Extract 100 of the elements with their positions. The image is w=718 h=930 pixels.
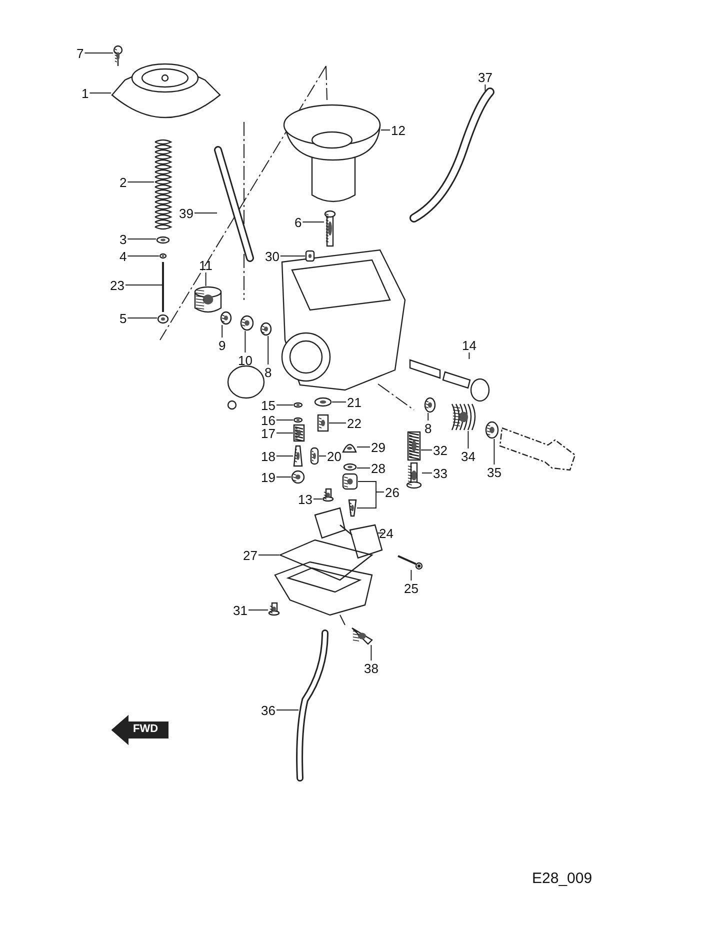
callout-number: 39 — [179, 206, 194, 220]
callout-number: 25 — [404, 582, 418, 594]
leader-line — [276, 476, 292, 478]
callout-number: 18 — [261, 450, 276, 462]
direction-label: FWD — [133, 723, 158, 735]
leader-line — [89, 92, 112, 94]
callout-number: 12 — [391, 124, 406, 136]
washer-drawing — [293, 417, 303, 423]
screw-drawing — [113, 45, 123, 66]
callout-number: 16 — [261, 414, 276, 426]
leader-line — [410, 570, 412, 581]
callout-number: 17 — [261, 426, 276, 440]
callout-number: 27 — [243, 548, 258, 562]
callout-number: 4 — [120, 250, 127, 262]
leader-line — [205, 272, 206, 286]
callout-number: 13 — [298, 492, 312, 506]
washer-drawing — [314, 397, 332, 407]
callout-number: 7 — [76, 46, 84, 60]
spring-drawing — [154, 139, 172, 230]
callout-number: 38 — [364, 662, 378, 674]
callout-number: 10 — [238, 354, 252, 366]
leader-line — [84, 52, 114, 54]
leader-line — [370, 644, 372, 661]
callout-number: 34 — [461, 450, 476, 462]
callout-number: 11 — [199, 258, 212, 272]
callout-number: 2 — [120, 176, 127, 188]
screw-drawing — [351, 627, 373, 645]
gasket-drawing — [278, 539, 374, 581]
callout-number: 15 — [261, 398, 276, 412]
plug-drawing — [317, 414, 329, 432]
ring-drawing — [343, 463, 357, 471]
sleeve-drawing — [194, 286, 222, 313]
jet-drawing — [310, 447, 319, 465]
callout-number: 31 — [233, 604, 248, 616]
leader-line — [328, 422, 346, 424]
callout-number: 14 — [462, 338, 476, 352]
washer-drawing — [240, 315, 254, 331]
callout-number: 29 — [371, 440, 386, 454]
clip-drawing — [159, 253, 167, 259]
leader-line — [422, 472, 432, 474]
pin-drawing — [398, 555, 423, 570]
screw-drawing — [322, 488, 334, 502]
leader-line — [313, 498, 322, 500]
leader-line — [356, 492, 384, 508]
washer-drawing — [424, 397, 436, 413]
screw-drawing — [324, 210, 336, 247]
leader-line — [276, 404, 294, 406]
ring-drawing — [485, 421, 499, 439]
callout-number: 19 — [261, 470, 276, 484]
leader-line — [428, 412, 429, 421]
callout-number: 1 — [82, 86, 89, 100]
cap-drawing — [342, 444, 357, 453]
plug-drawing — [291, 470, 305, 484]
leader-line — [258, 554, 280, 556]
leader-line — [222, 324, 223, 338]
callout-number: 28 — [371, 462, 386, 474]
leader-line — [244, 330, 246, 353]
hose-drawing — [296, 630, 328, 782]
carburetor-cap-drawing — [111, 63, 221, 118]
leader-line — [127, 238, 156, 240]
callout-number: 32 — [433, 444, 448, 456]
jet-drawing — [293, 445, 303, 467]
washer-drawing — [260, 322, 272, 336]
callout-number: 8 — [264, 366, 272, 378]
leader-line — [125, 284, 162, 286]
figure-code: E28_009 — [532, 870, 592, 887]
washer-drawing — [156, 236, 170, 244]
callout-number: 20 — [327, 450, 342, 462]
spring-drawing — [451, 403, 476, 431]
callout-number: 21 — [347, 396, 362, 408]
needle-valve-drawing — [348, 499, 357, 517]
cable-adjuster-drawing — [409, 359, 490, 402]
piston-drawing — [283, 104, 381, 202]
callout-number: 30 — [265, 250, 280, 262]
leader-line — [194, 212, 218, 214]
callout-number: 35 — [487, 466, 502, 478]
leader-line — [494, 438, 495, 465]
washer-drawing — [293, 402, 303, 408]
callout-number: 24 — [379, 526, 394, 540]
leader-line — [268, 336, 269, 365]
leader-line — [276, 432, 294, 434]
spring-drawing — [407, 431, 421, 461]
spring-drawing — [293, 424, 305, 442]
leader-line — [484, 84, 486, 92]
tube-drawing — [214, 146, 254, 262]
callout-number: 3 — [120, 232, 127, 246]
callout-number: 6 — [294, 216, 302, 228]
callout-number: 26 — [385, 486, 400, 498]
leader-line — [378, 532, 384, 534]
hose-drawing — [410, 88, 494, 222]
callout-number: 5 — [120, 312, 127, 324]
leader-line — [356, 446, 370, 448]
valve-seat-drawing — [342, 473, 358, 490]
screw-drawing — [268, 602, 280, 616]
callout-number: 22 — [347, 416, 362, 430]
callout-number: 33 — [433, 466, 448, 480]
leader-line — [468, 352, 470, 360]
needle-drawing — [162, 262, 164, 312]
callout-number: 37 — [478, 70, 492, 84]
leader-line — [468, 430, 469, 449]
